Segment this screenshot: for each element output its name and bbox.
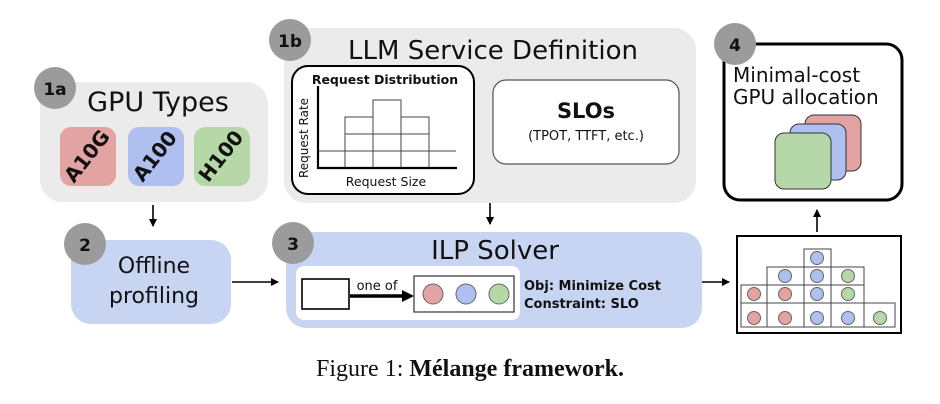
badge-1b-label: 1b [278,32,302,52]
distribution-axes [316,86,457,170]
slot-box [301,278,350,310]
distribution-xlabel: Request Size [346,174,427,189]
objective-text: Obj: Minimize Cost [524,279,661,294]
solver-inner-card: one of [296,266,520,320]
gpu-types-title: GPU Types [87,87,229,118]
gpu-card-a100: A100 [128,126,184,186]
ilp-solver-panel: 3 ILP Solver one of Obj: Minimize Cost C… [272,222,702,328]
option-blue-gpu [455,283,477,305]
caption-prefix: Figure 1: [316,356,409,382]
service-definition-panel: 1b LLM Service Definition Request Distri… [269,19,696,203]
slos-card: SLOs (TPOT, TTFT, etc.) [492,79,680,165]
allocation-title-line1: Minimal-cost [733,63,860,87]
badge-2-label: 2 [79,236,91,256]
constraint-text: Constraint: SLO [524,297,639,312]
slos-subtitle: (TPOT, TTFT, etc.) [528,129,644,144]
badge-4 [714,23,756,65]
one-of-label: one of [357,279,398,294]
badge-1b [269,19,311,61]
gpu-types-panel: 1a GPU Types A10G A100 H100 [34,67,268,202]
stacked-gpu-cards [774,114,862,190]
slos-title: SLOs [557,99,615,123]
service-definition-title: LLM Service Definition [348,36,638,66]
caption-bold: Mélange framework. [409,356,624,382]
badge-1a [34,67,76,109]
distribution-title: Request Distribution [312,72,458,87]
profiling-title-line2: profiling [109,284,199,309]
gpu-card-a10g: A10G [59,125,116,187]
profiling-title-line1: Offline [118,254,190,279]
gpu-card-h100: H100 [193,126,250,187]
badge-3-label: 3 [287,235,299,255]
one-of-arrowhead [402,290,414,302]
option-green-gpu [488,283,510,305]
option-red-gpu [422,283,444,305]
offline-profiling-panel: 2 Offline profiling [64,223,231,324]
allocation-title-line2: GPU allocation [733,85,879,109]
ilp-solver-title: ILP Solver [431,236,559,266]
request-distribution-card: Request Distribution Request Rate Reques… [291,65,475,195]
distribution-ylabel: Request Rate [297,98,311,178]
flow-arrows [149,203,821,286]
badge-4-label: 4 [729,36,741,56]
badge-2 [64,223,106,265]
badge-3 [272,222,314,264]
badge-1a-label: 1a [43,80,66,100]
figure-caption: Figure 1: Mélange framework. [316,356,624,382]
allocation-panel: 4 Minimal-cost GPU allocation [714,23,904,202]
packed-allocation-grid [736,235,902,334]
